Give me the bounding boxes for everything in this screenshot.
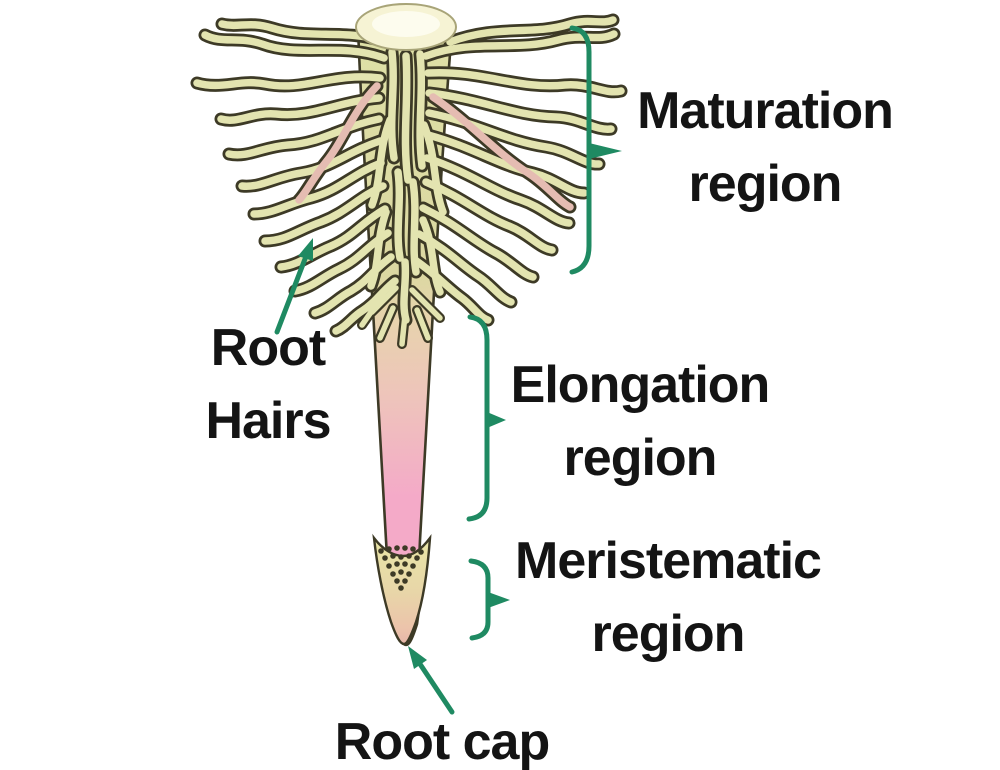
maturation-line1: Maturation (637, 82, 894, 140)
root-hairs-line1: Root (210, 319, 326, 377)
maturation-line2: region (688, 155, 843, 213)
elongation-line1: Elongation (510, 356, 771, 414)
root-cap-arrow (408, 646, 455, 715)
root-hairs-line2: Hairs (205, 392, 331, 450)
meristematic-line1: Meristematic (515, 532, 822, 590)
elongation-line2: region (563, 429, 718, 487)
root-hairs (197, 20, 621, 344)
label-root-cap: Root cap (317, 706, 567, 770)
meristematic-bracket (468, 558, 510, 641)
label-meristematic-region: Meristematic region (508, 525, 828, 671)
label-elongation-region: Elongation region (490, 349, 790, 495)
maturation-bracket (569, 25, 622, 275)
label-maturation-region: Maturation region (600, 75, 930, 221)
root-hairs-arrow (274, 238, 313, 335)
meristematic-line2: region (591, 605, 746, 663)
elongation-bracket (466, 314, 506, 522)
root-cap-line1: Root cap (334, 713, 550, 770)
label-root-hairs: Root Hairs (168, 312, 368, 458)
meristematic-dots (378, 545, 424, 591)
stem-cut-oval (355, 3, 457, 51)
